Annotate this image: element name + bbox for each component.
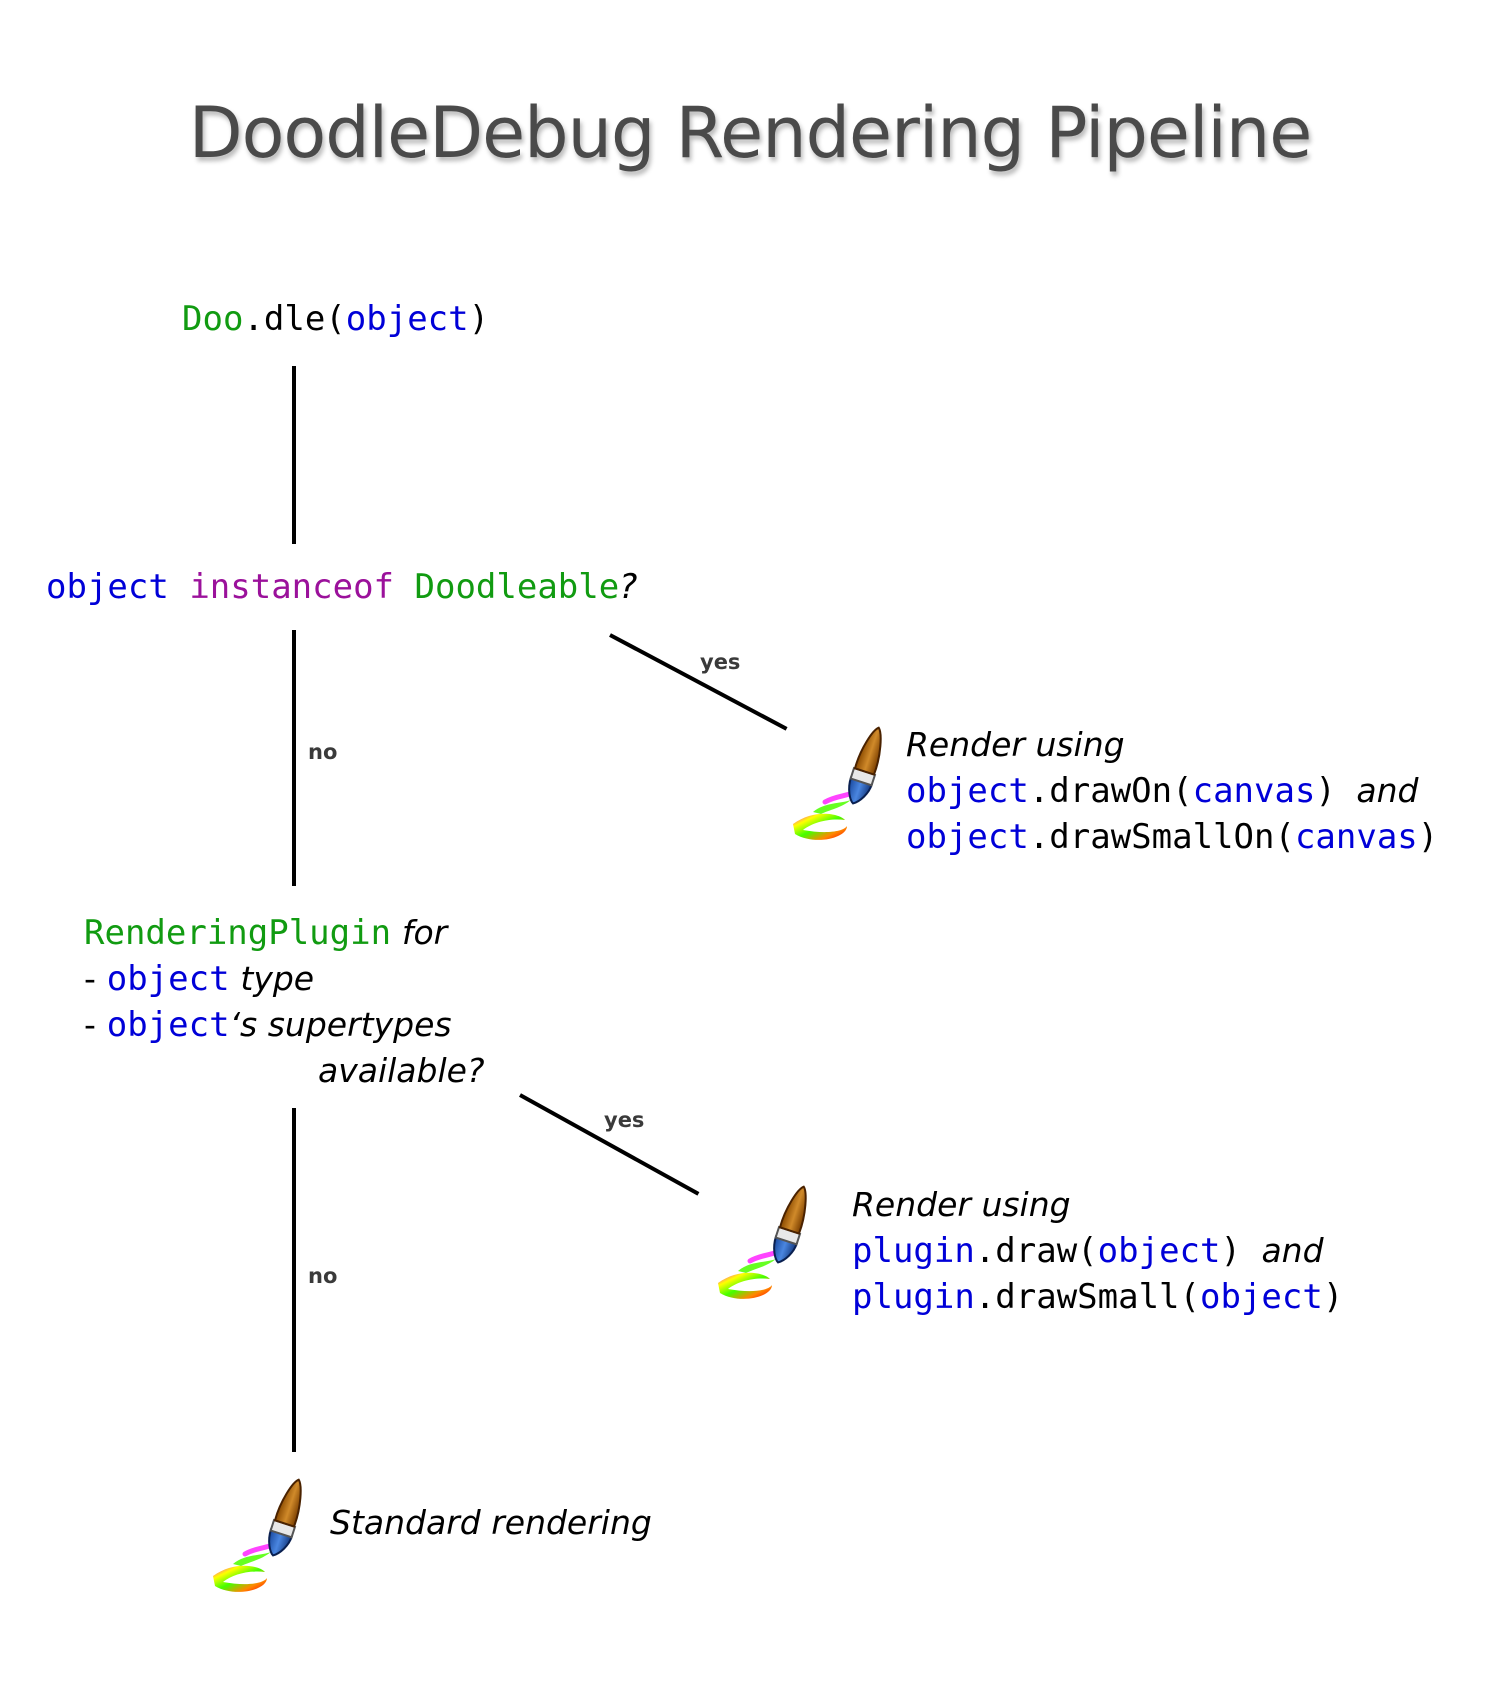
result2-plugin-2: plugin (852, 1277, 975, 1317)
result2-draw: .draw( (974, 1231, 1098, 1271)
result2-object-1: object (1097, 1231, 1221, 1271)
decision2-line3: - object‘s supertypes (84, 1002, 484, 1048)
start-node: Doo.dle(object) (182, 296, 489, 342)
decision1-instanceof: instanceof (189, 567, 395, 607)
decision2-for: for (401, 913, 448, 952)
paintbrush-icon (205, 1474, 310, 1599)
doo-class: Doo (182, 299, 244, 339)
decision2-line1: RenderingPlugin for (84, 910, 484, 956)
result3-standard-rendering: Standard rendering (330, 1503, 652, 1542)
result2-plugin-1: plugin (852, 1231, 975, 1271)
paintbrush-icon (785, 722, 890, 847)
result2-node: Render using plugin.draw(object) and plu… (852, 1182, 1343, 1320)
decision2-node: RenderingPlugin for - object type - obje… (84, 910, 484, 1094)
object-arg: object (345, 299, 469, 339)
result1-heading: Render using (906, 725, 1125, 764)
decision2-line2: - object type (84, 956, 484, 1002)
paintbrush-icon (710, 1181, 815, 1306)
decision2-dash1: - (84, 959, 96, 998)
result1-close-1: ) (1315, 771, 1336, 811)
result1-object-2: object (906, 817, 1029, 857)
decision2-type: type (240, 959, 315, 998)
result1-close-2: ) (1417, 817, 1439, 857)
edge-decision1-no (292, 630, 296, 886)
edge-decision2-no (292, 1108, 296, 1452)
result2-close-2: ) (1322, 1277, 1344, 1317)
result2-close-1: ) (1220, 1231, 1241, 1271)
diagram-title: DoodleDebug Rendering Pipeline (188, 92, 1313, 174)
decision2-object1: object (106, 959, 230, 999)
edge-start-to-decision1 (292, 366, 296, 544)
result1-canvas-1: canvas (1192, 771, 1316, 811)
result2-object-2: object (1200, 1277, 1323, 1317)
result2-and: and (1261, 1231, 1324, 1270)
decision2-dash2: - (84, 1005, 96, 1044)
result1-node: Render using object.drawOn(canvas) and o… (906, 722, 1438, 860)
edge-decision1-yes (609, 633, 788, 731)
decision1-node: object instanceof Doodleable? (46, 564, 637, 610)
yes-label-2: yes (604, 1108, 645, 1132)
decision2-available: available? (318, 1051, 485, 1090)
result2-drawsmall: .drawSmall( (974, 1277, 1200, 1317)
result2-line1: plugin.draw(object) and (852, 1228, 1343, 1274)
no-label-2: no (308, 1264, 338, 1288)
decision2-supertypes: ‘s supertypes (229, 1005, 452, 1044)
result2-line2: plugin.drawSmall(object) (852, 1274, 1343, 1320)
result1-drawon: .drawOn( (1028, 771, 1193, 811)
decision1-object: object (46, 567, 169, 607)
decision2-plugin: RenderingPlugin (84, 913, 392, 953)
no-label-1: no (308, 740, 338, 764)
result1-object-1: object (906, 771, 1029, 811)
yes-label-1: yes (700, 650, 741, 674)
decision1-question: ? (619, 567, 638, 607)
close-paren: ) (468, 299, 490, 339)
result1-line1: object.drawOn(canvas) and (906, 768, 1438, 814)
decision2-object2: object (106, 1005, 230, 1045)
result1-drawsmallon: .drawSmallOn( (1028, 817, 1295, 857)
decision1-doodleable: Doodleable (414, 567, 620, 607)
result1-and: and (1356, 771, 1419, 810)
result2-heading: Render using (852, 1185, 1071, 1224)
result1-line2: object.drawSmallOn(canvas) (906, 814, 1438, 860)
result1-canvas-2: canvas (1294, 817, 1418, 857)
dle-method: .dle( (243, 299, 346, 339)
